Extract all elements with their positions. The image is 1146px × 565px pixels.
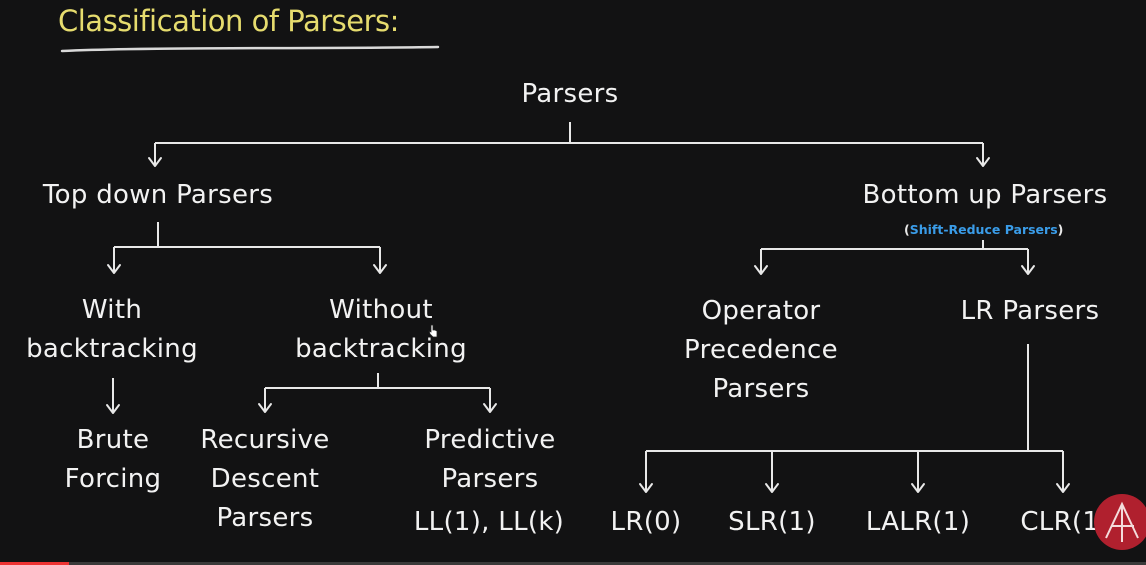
predictive-line2: Parsers <box>441 464 539 494</box>
without-backtracking-line1: Without <box>329 295 433 325</box>
ll-variants-label: LL(1), LL(k) <box>413 507 565 537</box>
node-parsers: Parsers <box>470 75 670 114</box>
node-lr-parsers: LR Parsers <box>935 292 1125 331</box>
note-open-paren: ( <box>904 222 910 237</box>
shift-reduce-note: (Shift-Reduce Parsers) <box>904 222 1063 237</box>
video-progress-bar[interactable] <box>0 562 1146 565</box>
without-backtracking-line2: backtracking <box>295 334 467 364</box>
node-operator-precedence: Operator Precedence Parsers <box>661 292 861 409</box>
channel-logo-icon[interactable] <box>1094 494 1146 550</box>
with-backtracking-line1: With <box>81 295 143 325</box>
hand-cursor-icon <box>428 324 438 338</box>
video-progress-fill <box>0 562 69 565</box>
node-with-backtracking: With backtracking <box>12 291 212 369</box>
node-bottom-up-parsers: Bottom up Parsers <box>835 176 1135 215</box>
note-close-paren: ) <box>1057 222 1064 237</box>
brute-forcing-line1: Brute <box>76 425 150 455</box>
with-backtracking-line2: backtracking <box>26 334 198 364</box>
node-top-down-label: Top down Parsers <box>42 180 274 210</box>
node-brute-forcing: Brute Forcing <box>38 421 188 499</box>
node-lalr1: LALR(1) <box>852 503 984 542</box>
node-predictive-parsers: Predictive Parsers <box>410 421 570 499</box>
node-ll-variants: LL(1), LL(k) <box>396 503 582 542</box>
node-without-backtracking: Without backtracking <box>281 291 481 369</box>
recursive-descent-line2: Descent <box>210 464 320 494</box>
node-bottom-up-label: Bottom up Parsers <box>862 180 1108 210</box>
node-top-down-parsers: Top down Parsers <box>8 176 308 215</box>
operator-precedence-line2: Precedence <box>684 335 838 365</box>
lr0-label: LR(0) <box>610 507 682 537</box>
predictive-line1: Predictive <box>424 425 556 455</box>
operator-precedence-line3: Parsers <box>712 374 810 404</box>
lr-parsers-label: LR Parsers <box>960 296 1100 326</box>
slr1-label: SLR(1) <box>728 507 816 537</box>
recursive-descent-line1: Recursive <box>200 425 330 455</box>
node-slr1: SLR(1) <box>717 503 827 542</box>
lalr1-label: LALR(1) <box>865 507 971 537</box>
node-lr0: LR(0) <box>596 503 696 542</box>
brute-forcing-line2: Forcing <box>64 464 162 494</box>
shift-reduce-label: Shift-Reduce Parsers <box>909 222 1058 237</box>
slide-title: Classification of Parsers: <box>58 4 399 38</box>
operator-precedence-line1: Operator <box>701 296 821 326</box>
recursive-descent-line3: Parsers <box>216 503 314 533</box>
node-recursive-descent: Recursive Descent Parsers <box>185 421 345 538</box>
node-parsers-label: Parsers <box>521 79 619 109</box>
